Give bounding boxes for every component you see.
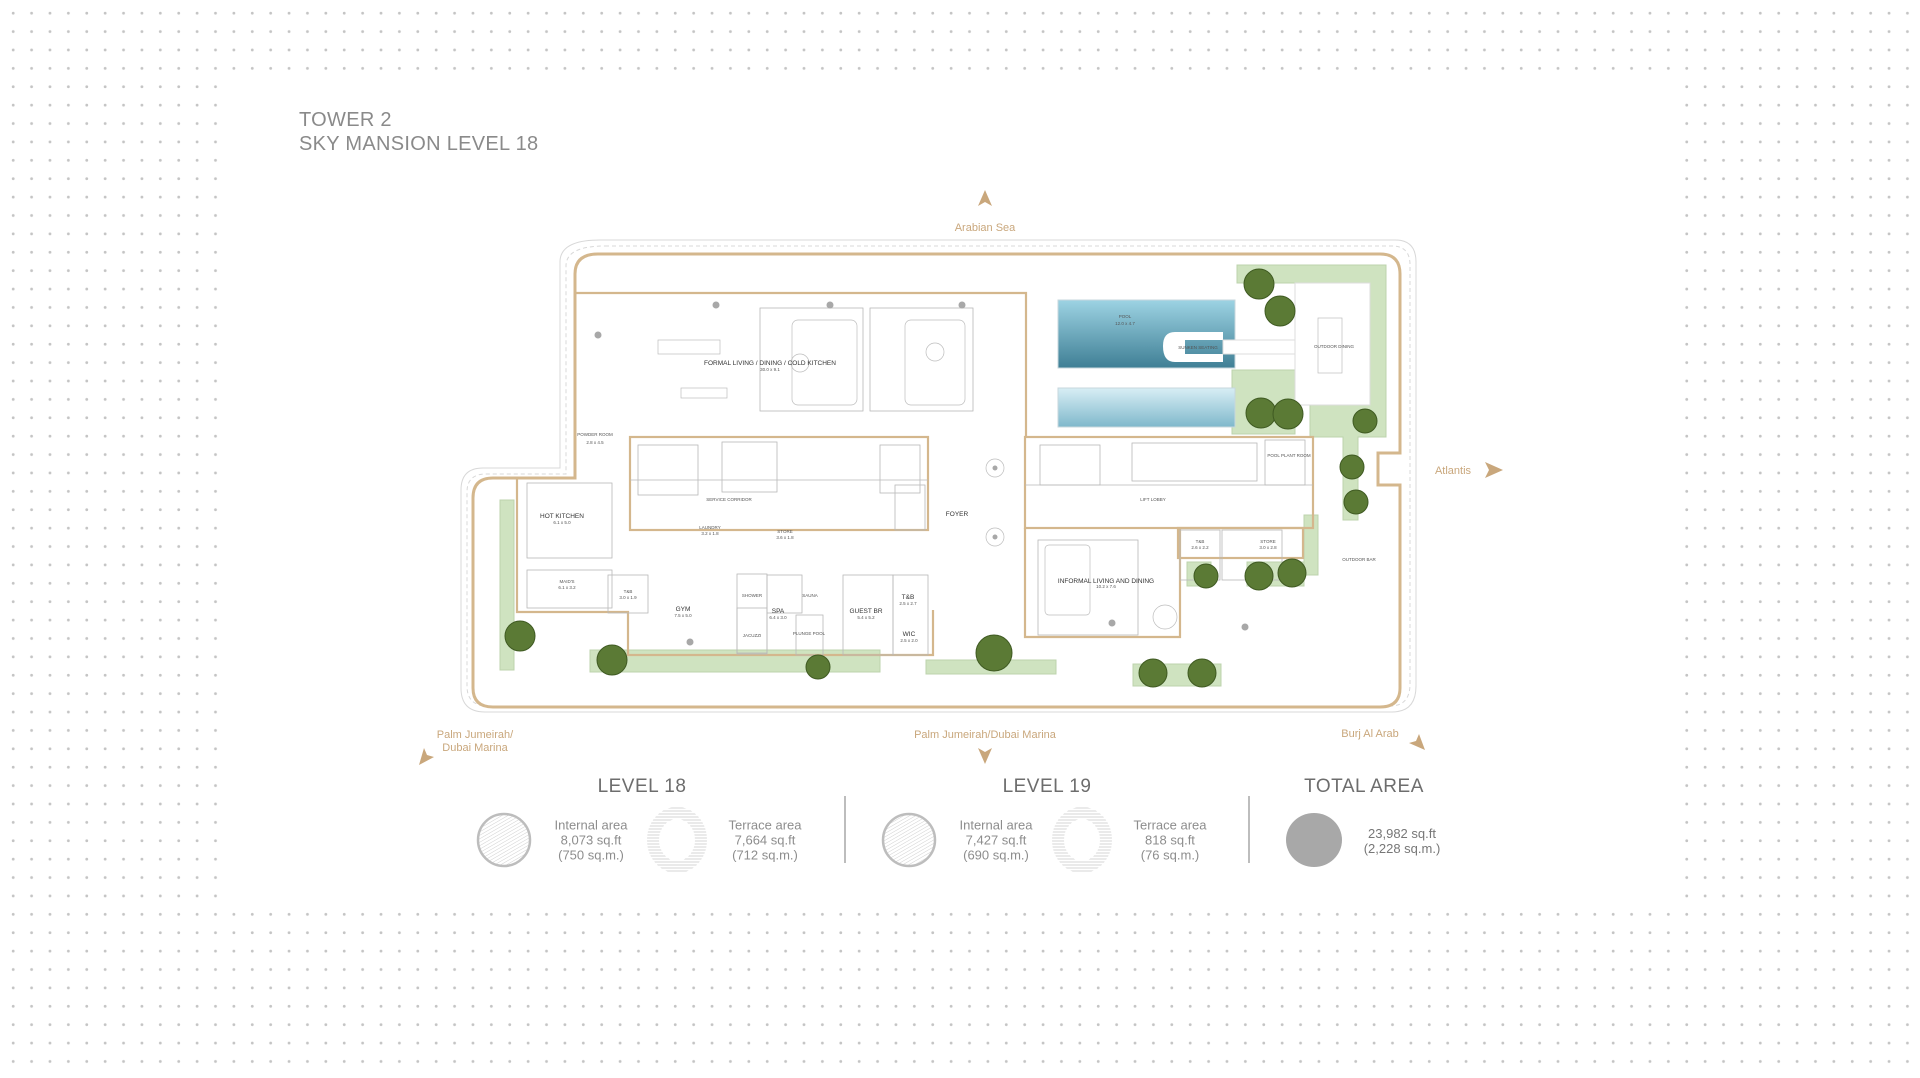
orientation-markers: Arabian Sea Atlantis Palm Jumeirah/Dubai… bbox=[419, 190, 1503, 765]
terrace-sqm: (712 sq.m.) bbox=[732, 847, 798, 863]
room-formal-living-dim: 30.0 x 9.1 bbox=[760, 367, 780, 372]
internal-sqm: (750 sq.m.) bbox=[558, 847, 624, 863]
legend-level18-heading: LEVEL 18 bbox=[597, 776, 687, 797]
label-palm-jumeirah-south: Palm Jumeirah/Dubai Marina bbox=[914, 729, 1057, 741]
legend-level19-terrace: Terrace area 818 sq.ft (76 sq.m.) bbox=[1134, 818, 1207, 863]
legend-level18-terrace: Terrace area 7,664 sq.ft (712 sq.m.) bbox=[729, 818, 802, 863]
terrace-area-icon-l19 bbox=[1052, 807, 1112, 873]
room-tb-dim: 3.0 x 1.9 bbox=[619, 595, 637, 600]
internal-sqm: (690 sq.m.) bbox=[963, 847, 1029, 863]
label-burj-al-arab: Burj Al Arab bbox=[1341, 728, 1398, 740]
room-powder: POWDER ROOM bbox=[577, 432, 613, 437]
room-guest-br-dim: 5.4 x 5.2 bbox=[857, 615, 875, 620]
terrace-area-icon-l18 bbox=[647, 807, 707, 873]
room-hot-kitchen-dim: 6.1 x 5.0 bbox=[553, 520, 571, 525]
interior-walls bbox=[526, 307, 1313, 656]
room-maids: MAID'S bbox=[559, 579, 574, 584]
furniture bbox=[657, 317, 1343, 630]
internal-area-icon-l19 bbox=[881, 812, 937, 868]
internal-area-icon-l18 bbox=[476, 812, 532, 868]
outer-slab-outline bbox=[460, 239, 1417, 713]
room-labels: FORMAL LIVING / DINING / COLD KITCHEN 30… bbox=[540, 314, 1376, 643]
room-spa-dim: 6.4 x 3.0 bbox=[769, 615, 787, 620]
room-store: STORE bbox=[777, 529, 792, 534]
arrow-southwest-icon bbox=[419, 748, 434, 765]
title-tower: TOWER 2 bbox=[299, 109, 392, 131]
terrace-outline bbox=[471, 252, 1402, 709]
room-wic: WIC bbox=[903, 631, 916, 638]
trees bbox=[504, 268, 1378, 688]
room-gym-dim: 7.5 x 5.0 bbox=[674, 613, 692, 618]
room-outdoor-dining: OUTDOOR DINING bbox=[1314, 344, 1354, 349]
legend-divider bbox=[844, 796, 846, 863]
room-sunken-seating: SUNKEN SEATING bbox=[1178, 345, 1218, 350]
title-level: SKY MANSION LEVEL 18 bbox=[299, 133, 539, 155]
room-gym: GYM bbox=[676, 606, 691, 613]
terrace-sqm: (76 sq.m.) bbox=[1140, 847, 1200, 863]
internal-sqft: 8,073 sq.ft bbox=[560, 832, 622, 848]
legend-total-heading: TOTAL AREA bbox=[1304, 776, 1424, 797]
room-informal-living-dim: 10.2 x 7.6 bbox=[1096, 584, 1116, 589]
arrow-southeast-icon bbox=[1409, 734, 1425, 750]
room-shower: SHOWER bbox=[742, 593, 763, 598]
room-store-dim: 3.6 x 1.8 bbox=[776, 535, 794, 540]
room-wic-dim: 2.5 x 2.0 bbox=[900, 638, 918, 643]
room-formal-living: FORMAL LIVING / DINING / COLD KITCHEN bbox=[704, 360, 836, 367]
arrow-east-icon bbox=[1485, 462, 1503, 478]
legend-level19-internal: Internal area 7,427 sq.ft (690 sq.m.) bbox=[960, 818, 1033, 863]
room-pool-plant: POOL PLANT ROOM bbox=[1267, 453, 1311, 458]
room-sauna: SAUNA bbox=[802, 593, 818, 598]
room-store-lobby: STORE bbox=[1260, 539, 1275, 544]
room-spa: SPA bbox=[772, 608, 785, 615]
room-store-lobby-dim: 3.0 x 2.8 bbox=[1259, 545, 1277, 550]
landscape-planters bbox=[499, 264, 1387, 687]
legend-icons bbox=[476, 807, 1342, 873]
total-sqm: (2,228 sq.m.) bbox=[1363, 841, 1441, 856]
room-foyer: FOYER bbox=[946, 511, 969, 518]
room-laundry-dim: 3.2 x 1.8 bbox=[701, 531, 719, 536]
legend-total-area: 23,982 sq.ft (2,228 sq.m.) bbox=[1364, 826, 1441, 856]
terrace-sqft: 7,664 sq.ft bbox=[734, 832, 796, 848]
legend-level18-internal: Internal area 8,073 sq.ft (750 sq.m.) bbox=[555, 818, 628, 863]
room-tb-guest-dim: 2.5 x 2.7 bbox=[899, 601, 917, 606]
terrace-sqft: 818 sq.ft bbox=[1145, 832, 1195, 848]
label-palm-jumeirah-sw-1: Palm Jumeirah/ bbox=[437, 729, 514, 741]
arrow-south-icon bbox=[978, 748, 992, 764]
total-sqft: 23,982 sq.ft bbox=[1368, 826, 1436, 841]
room-tb-guest: T&B bbox=[902, 594, 915, 601]
columns bbox=[594, 301, 1249, 646]
room-pool-dim: 12.0 x 4.7 bbox=[1115, 321, 1135, 326]
room-outdoor-bar: OUTDOOR BAR bbox=[1342, 557, 1376, 562]
room-guest-br: GUEST BR bbox=[849, 608, 882, 615]
terrace-label: Terrace area bbox=[1133, 817, 1207, 833]
pool bbox=[1057, 282, 1371, 428]
room-lift-lobby: LIFT LOBBY bbox=[1140, 497, 1165, 502]
room-powder-dim: 2.8 x 4.5 bbox=[586, 440, 604, 445]
room-plunge-pool: PLUNGE POOL bbox=[793, 631, 826, 636]
legend-divider bbox=[1248, 796, 1250, 863]
internal-label: Internal area bbox=[959, 817, 1033, 833]
legend-level19-heading: LEVEL 19 bbox=[1002, 776, 1092, 797]
building-walls bbox=[515, 291, 1315, 657]
room-tb-lobby: T&B bbox=[1196, 539, 1205, 544]
label-palm-jumeirah-sw-2: Dubai Marina bbox=[442, 742, 508, 754]
terrace-label: Terrace area bbox=[728, 817, 802, 833]
label-atlantis: Atlantis bbox=[1435, 465, 1472, 477]
room-maids-dim: 6.1 x 3.2 bbox=[558, 585, 576, 590]
room-pool: POOL bbox=[1119, 314, 1132, 319]
room-hot-kitchen: HOT KITCHEN bbox=[540, 513, 584, 520]
room-jacuzzi: JACUZZI bbox=[743, 633, 762, 638]
internal-sqft: 7,427 sq.ft bbox=[965, 832, 1027, 848]
room-tb: T&B bbox=[624, 589, 633, 594]
page-title: TOWER 2 SKY MANSION LEVEL 18 bbox=[299, 108, 538, 156]
total-area-icon bbox=[1286, 813, 1342, 867]
room-service-corridor: SERVICE CORRIDOR bbox=[706, 497, 752, 502]
room-tb-lobby-dim: 2.6 x 2.2 bbox=[1191, 545, 1209, 550]
room-laundry: LAUNDRY bbox=[699, 525, 720, 530]
internal-label: Internal area bbox=[554, 817, 628, 833]
room-informal-living: INFORMAL LIVING AND DINING bbox=[1058, 578, 1154, 585]
arrow-north-icon bbox=[978, 190, 992, 206]
label-arabian-sea: Arabian Sea bbox=[955, 222, 1016, 234]
